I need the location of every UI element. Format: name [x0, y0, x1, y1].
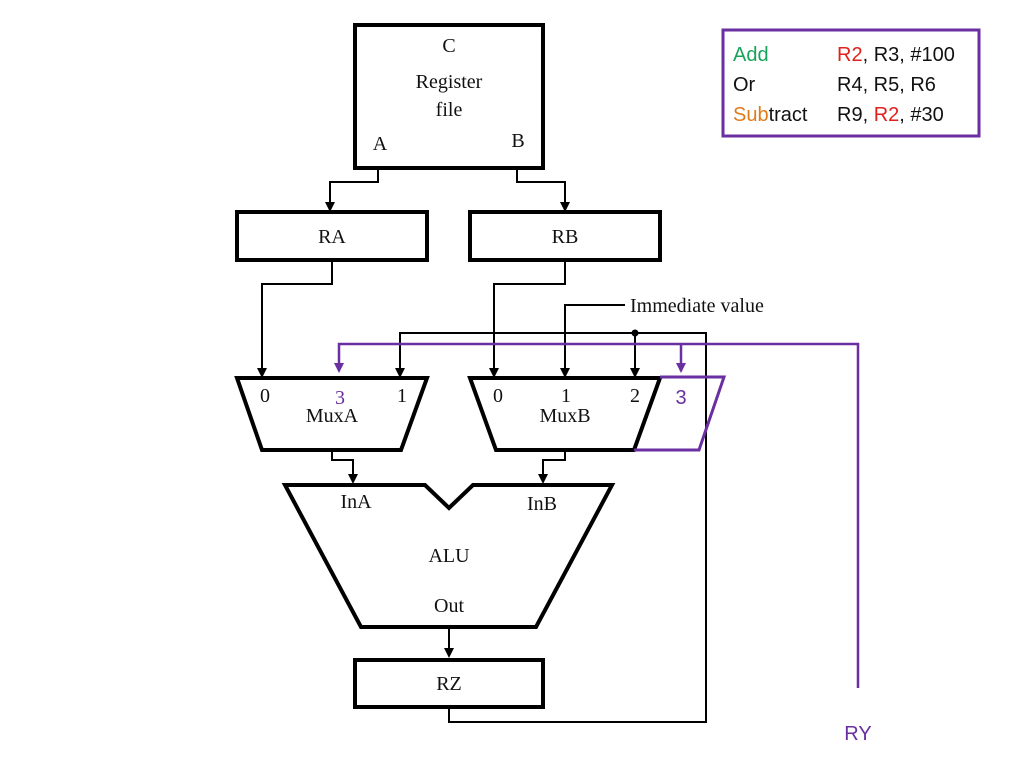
muxb-input-1: 1: [561, 385, 571, 407]
instruction-row-3-args: R9, R2, #30: [837, 104, 944, 126]
ry-label: RY: [844, 723, 871, 745]
op-add: Add: [733, 44, 769, 66]
instruction-box: Add R2, R3, #100 Or R4, R5, R6 Subtract …: [721, 28, 981, 138]
wire-b-to-rb: [516, 168, 570, 212]
operand-r9: R9,: [837, 104, 874, 126]
operand-imm-30: , #30: [899, 104, 943, 126]
muxa-input-3: 3: [335, 387, 345, 409]
register-file-title-line1: Register: [416, 71, 483, 93]
muxb-input-0: 0: [493, 385, 503, 407]
op-or: Or: [733, 74, 756, 96]
alu-input-b: InB: [527, 493, 557, 515]
instruction-row-1-op: Add: [733, 44, 769, 66]
register-rb-label: RB: [552, 226, 579, 248]
muxb-input-3: 3: [675, 387, 686, 409]
operand-r2-dest: R2: [837, 44, 863, 66]
operands-row-1: , R3, #100: [863, 44, 955, 66]
wire-ra-to-muxa: [257, 260, 333, 378]
op-tract: tract: [769, 104, 808, 126]
alu: InA InB ALU Out: [281, 483, 616, 629]
register-file-title-line2: file: [436, 99, 463, 121]
register-rb: RB: [468, 210, 662, 262]
register-rz-label: RZ: [436, 673, 462, 695]
junction-dot: [631, 329, 639, 337]
wire-muxa-to-alu: [331, 450, 358, 484]
alu-output: Out: [434, 595, 464, 617]
instruction-row-1-args: R2, R3, #100: [837, 44, 955, 66]
register-file-port-c: C: [442, 35, 455, 57]
alu-input-a: InA: [340, 491, 372, 513]
mux-b: 0 1 2 3 MuxB: [467, 375, 727, 452]
wire-immediate: [560, 304, 625, 378]
wire-muxb-to-alu: [538, 450, 566, 484]
alu-label: ALU: [428, 545, 470, 567]
muxa-input-0: 0: [260, 385, 270, 407]
muxa-label: MuxA: [306, 405, 359, 427]
wire-rb-to-muxb: [489, 260, 566, 378]
register-ra-label: RA: [318, 226, 346, 248]
muxa-input-1: 1: [397, 385, 407, 407]
muxb-input-2: 2: [630, 385, 640, 407]
register-file-port-b: B: [511, 130, 524, 152]
wire-ry-to-muxa-3: [334, 342, 860, 688]
mux-a: 0 3 1 MuxA: [234, 376, 430, 452]
register-file-port-a: A: [373, 133, 388, 155]
operands-row-2: R4, R5, R6: [837, 74, 936, 96]
immediate-value-label: Immediate value: [630, 295, 764, 317]
wire-rz-feedback: [395, 332, 707, 723]
register-file: C Register file A B: [353, 23, 545, 170]
register-ra: RA: [235, 210, 429, 262]
wire-a-to-ra: [325, 168, 379, 212]
op-sub: Sub: [733, 104, 769, 126]
instruction-row-3-op: Subtract: [733, 104, 808, 126]
muxb-label: MuxB: [539, 405, 590, 427]
register-rz: RZ: [353, 658, 545, 709]
operand-r2-src: R2: [874, 104, 900, 126]
muxb-extension: [634, 375, 727, 452]
